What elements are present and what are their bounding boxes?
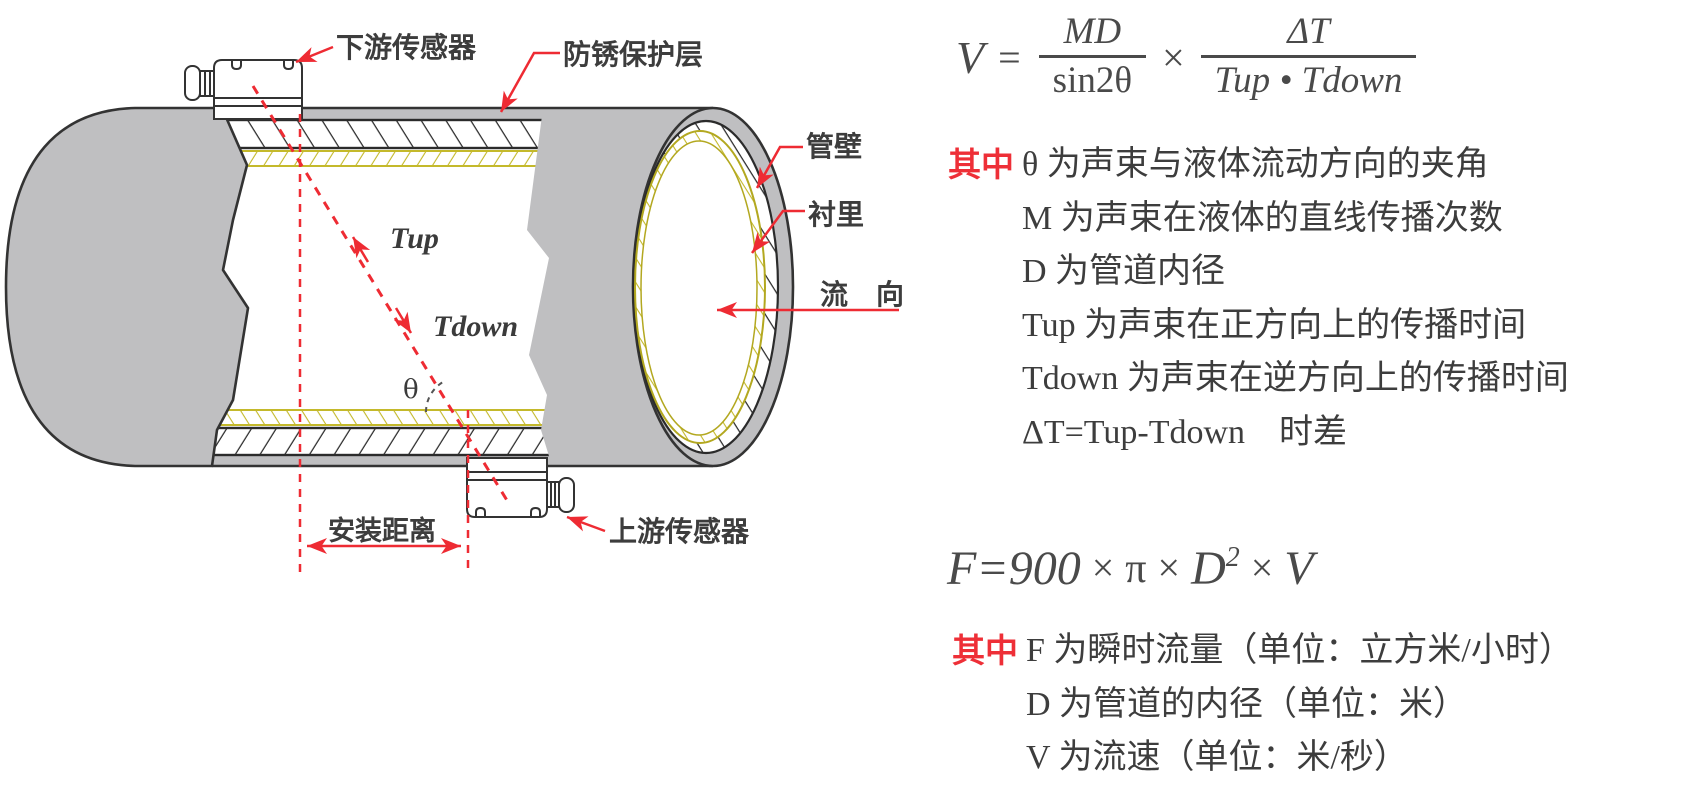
flowmeter-diagram: 下游传感器 防锈保护层 管壁 衬里 流 向 上游传感器 安装距离 Tup Tdo… [4,32,904,572]
tup-direction-arrow [351,236,371,263]
rust-layer-arrow [499,51,560,113]
equals-sign: = [998,34,1021,80]
theta-label: θ [403,375,419,405]
legend-line: ΔT=Tup-Tdown 时差 [1022,413,1348,451]
sensor-notch [475,506,486,517]
velocity-formula-legend: 其中 θ 为声束与液体流动方向的夹角 M 为声束在液体的直线传播次数 D 为管道… [948,138,1569,459]
multiply-sign: × [1157,545,1181,590]
cable-gland-cap [184,65,201,101]
measurement-lines [251,85,510,572]
diameter-base: D [1191,542,1226,595]
pipe-wall-label: 管壁 [806,130,862,162]
rust-layer-top-hatch [198,118,562,150]
cable-gland-ribs [199,70,215,97]
upstream-sensor-arrow [566,515,606,533]
multiply-sign: × [1162,34,1185,80]
sensor-notch [231,60,242,71]
where-label: 其中 [948,146,1014,183]
lining-label: 衬里 [808,199,864,230]
fraction-denominator: sin2θ [1038,55,1147,101]
formula-prefix: F=900 [947,542,1081,595]
formula-lhs: V [956,31,985,83]
fraction-md-sin2theta: MD sin2θ [1038,11,1147,101]
sensor-notch [283,60,294,71]
tdown-direction-arrow [393,307,413,334]
legend-lines: θ 为声束与液体流动方向的夹角 M 为声束在液体的直线传播次数 D 为管道内径 … [1022,138,1569,459]
legend-line: Tdown 为声束在逆方向上的传播时间 [1022,360,1569,397]
flow-direction-label: 流 向 [820,279,904,310]
lining-layer-top-hatch [199,150,561,167]
diameter-term: D2 [1191,541,1240,596]
legend-line: D 为管道的内径（单位：米） [1026,685,1468,723]
pi-symbol: π [1125,546,1147,592]
fraction-denominator: Tup • Tdown [1200,55,1417,101]
end-face-bore [640,140,758,436]
callout-arrows [295,45,899,533]
upstream-sensor-body [466,457,575,518]
rust-layer-label: 防锈保护层 [563,39,703,70]
velocity-formula: V = MD sin2θ × ΔT Tup • Tdown [956,2,1417,112]
fraction-deltaT-tup-tdown: ΔT Tup • Tdown [1200,11,1417,101]
flow-rate-formula: F=900 × π × D2 × V [947,541,1314,596]
where-label: 其中 [952,632,1018,669]
diameter-exponent: 2 [1225,542,1240,573]
legend-line: M 为声束在液体的直线传播次数 [1022,199,1503,237]
pipe-interior [200,150,560,426]
multiply-sign: × [1250,545,1274,590]
theta-angle-arc [425,381,444,413]
legend-line: V 为流速（单位：米/秒） [1026,739,1408,776]
cable-gland-ribs [546,481,560,508]
legend-line: F 为瞬时流量（单位：立方米/小时） [1026,632,1573,669]
sound-path-dashed-line [251,85,510,503]
rust-layer-bottom-hatch [198,426,562,457]
fraction-numerator: MD [1063,11,1122,53]
pipe-wall-arrow [755,145,803,189]
cable-gland-cap [558,477,575,513]
upstream-sensor-label: 上游传感器 [609,516,750,547]
flow-rate-formula-legend: 其中 F 为瞬时流量（单位：立方米/小时） D 为管道的内径（单位：米） V 为… [952,624,1573,785]
pipe-cutaway-layers [198,108,562,467]
lining-layer-bottom-hatch [199,409,561,426]
legend-line: θ 为声束与液体流动方向的夹角 [1022,146,1489,183]
pipe-end-face [631,106,795,468]
install-distance-label: 安装距离 [328,515,436,546]
downstream-sensor-label: 下游传感器 [336,32,477,63]
downstream-sensor-arrow [295,45,334,64]
multiply-sign: × [1091,545,1115,590]
legend-line: Tup 为声束在正方向上的传播时间 [1022,306,1527,344]
sensor-notch [530,506,541,517]
tup-label: Tup [390,222,439,255]
legend-lines: F 为瞬时流量（单位：立方米/小时） D 为管道的内径（单位：米） V 为流速（… [1026,624,1573,785]
pipe-left-section [4,106,250,468]
tdown-label: Tdown [433,310,518,343]
velocity-term: V [1284,542,1314,595]
fraction-numerator: ΔT [1287,11,1330,53]
downstream-sensor-body [184,59,303,120]
legend-line: D 为管道内径 [1022,253,1226,290]
lining-arrow [750,209,805,254]
